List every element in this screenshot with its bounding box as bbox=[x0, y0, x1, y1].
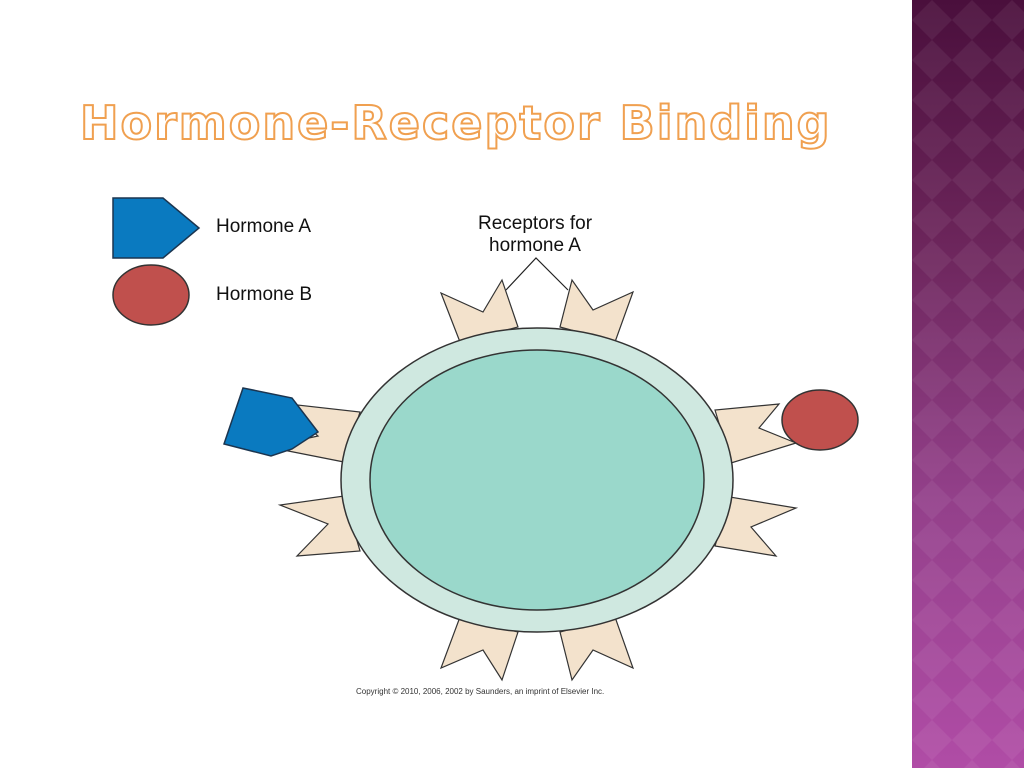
receptor-label-pointer bbox=[505, 257, 569, 291]
copyright-notice: Copyright © 2010, 2006, 2002 by Saunders… bbox=[356, 687, 605, 696]
hormone-receptor-diagram bbox=[112, 197, 859, 682]
cell-interior bbox=[369, 349, 705, 611]
receptor-label-line1: Receptors for bbox=[477, 213, 593, 234]
unbound-hormone-b bbox=[781, 389, 859, 451]
legend-hormone-a-shape bbox=[112, 197, 201, 259]
decorative-side-band bbox=[912, 0, 1024, 768]
slide-title: Hormone-Receptor Binding bbox=[79, 96, 832, 150]
bound-hormone-a bbox=[223, 387, 320, 457]
legend-hormone-b-shape bbox=[112, 264, 190, 326]
legend-hormone-a-label: Hormone A bbox=[216, 216, 312, 237]
legend-hormone-b-label: Hormone B bbox=[216, 284, 313, 305]
receptor-label: Receptors for hormone A bbox=[430, 213, 640, 257]
receptor-label-line2: hormone A bbox=[489, 235, 581, 256]
side-band-pattern bbox=[912, 0, 1024, 768]
